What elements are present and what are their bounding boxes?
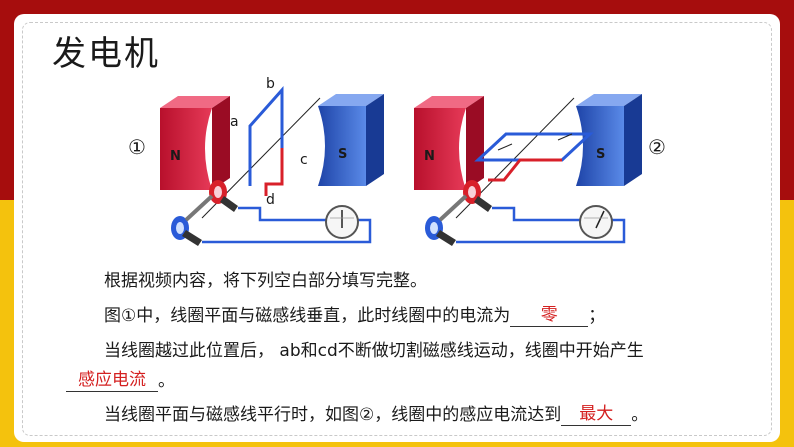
coil-label-d: d: [266, 192, 275, 208]
question-3-text: 当线圈平面与磁感线平行时，如图②，线圈中的感应电流达到: [104, 405, 562, 425]
question-2-end: 。: [158, 371, 175, 391]
question-3: 当线圈平面与磁感线平行时，如图②，线圈中的感应电流达到最大 。: [104, 400, 648, 426]
coil-1: [248, 86, 284, 196]
answer-blank-2: 感应电流: [66, 370, 158, 392]
question-1: 图①中，线圈平面与磁感线垂直，此时线圈中的电流为 零 ；: [104, 301, 605, 327]
slide-card: [14, 14, 780, 442]
n-label-1: N: [170, 149, 181, 164]
wire-2a: [492, 206, 582, 222]
page-title: 发电机: [52, 34, 160, 74]
intro-text: 根据视频内容，将下列空白部分填写完整。: [104, 271, 427, 291]
galvanometer-2: [579, 205, 613, 239]
answer-blank-1: 零: [510, 305, 589, 327]
s-label-2: S: [596, 147, 605, 162]
question-1-text: 图①中，线圈平面与磁感线垂直，此时线圈中的电流为: [104, 306, 511, 326]
answer-blank-3: 最大: [561, 404, 632, 426]
answer-3: 最大: [579, 404, 614, 424]
question-2-line1: 当线圈越过此位置后， ab和cd不断做切割磁感线运动，线圈中开始产生: [104, 341, 644, 361]
s-magnet-2: [576, 94, 642, 186]
coil-label-a: a: [230, 114, 239, 130]
s-magnet-1: [318, 94, 384, 186]
wire-1b: [202, 218, 372, 244]
coil-label-c: c: [300, 152, 308, 168]
dashed-border: [22, 22, 772, 436]
wire-2b: [456, 218, 626, 244]
figure2-number: ②: [648, 135, 666, 159]
figure1-number: ①: [128, 135, 146, 159]
slip-rings-1: [171, 180, 238, 246]
question-1-end: ；: [588, 306, 606, 326]
n-magnet-2: [414, 96, 484, 190]
slip-rings-2: [425, 180, 492, 246]
question-2-line2: 感应电流 。: [66, 366, 175, 392]
coil-label-b: b: [266, 76, 275, 92]
generator-diagram: ① N S a b c d ②: [128, 76, 666, 246]
answer-1: 零: [540, 305, 558, 325]
s-label-1: S: [338, 147, 347, 162]
n-magnet-1: [160, 96, 230, 190]
n-label-2: N: [424, 149, 435, 164]
question-3-end: 。: [631, 405, 649, 425]
answer-2: 感应电流: [78, 370, 146, 390]
galvanometer-1: [325, 205, 359, 239]
wire-1a: [238, 206, 328, 222]
coil-2: [474, 132, 594, 182]
